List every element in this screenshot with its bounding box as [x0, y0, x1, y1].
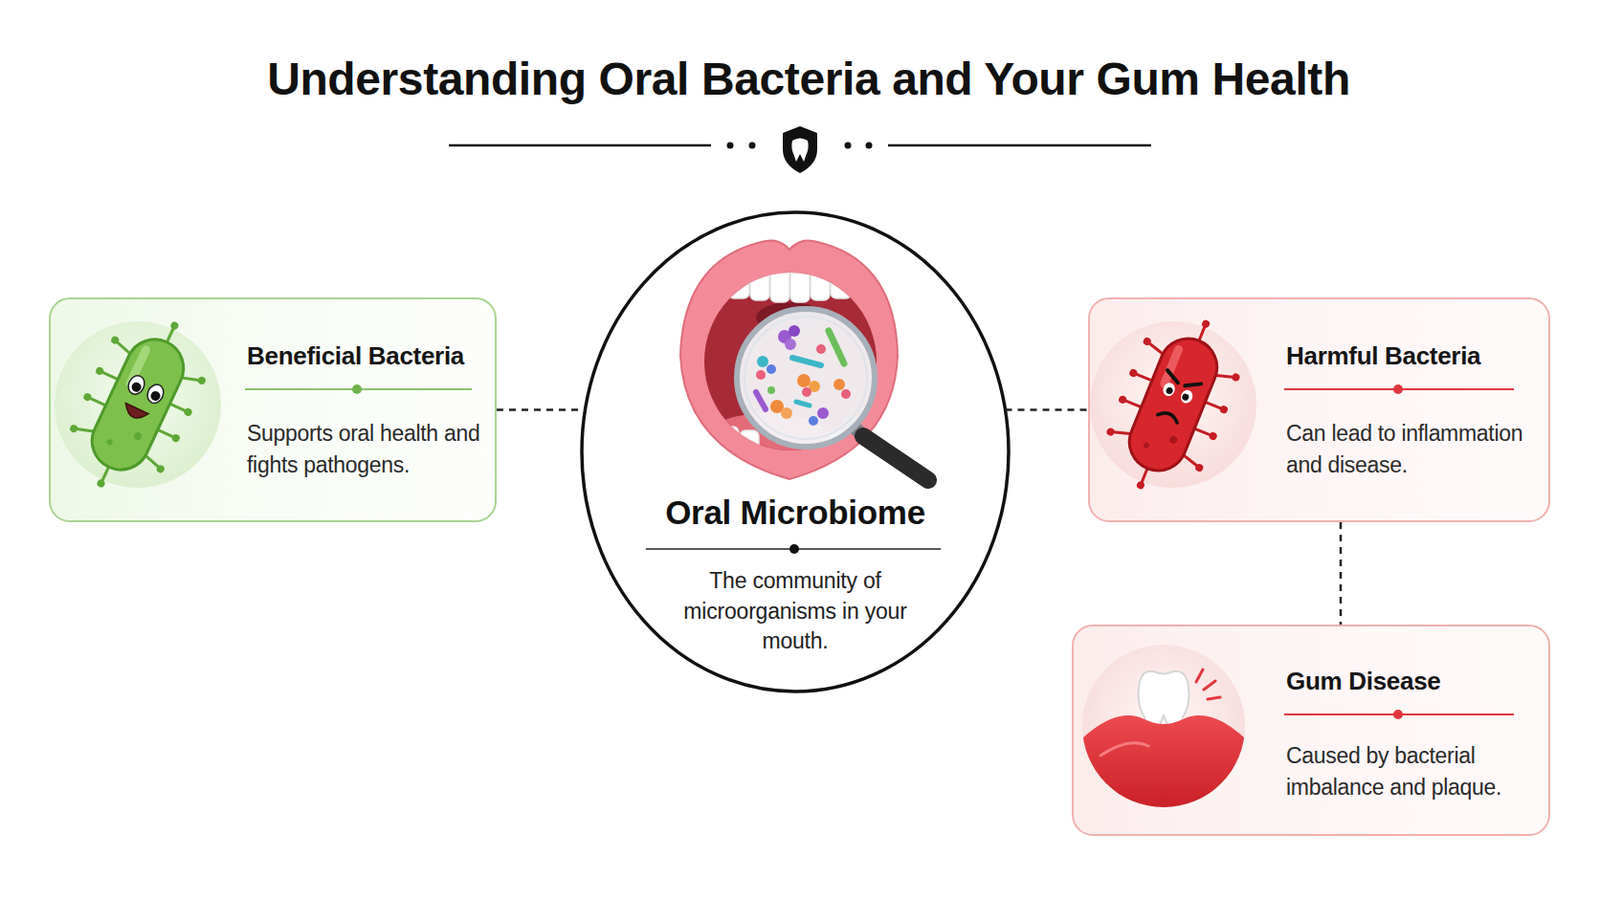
divider-dot: [844, 142, 852, 150]
box-description: Caused by bacterial imbalance and plaque…: [1286, 740, 1534, 804]
divider-dot: [727, 142, 734, 150]
box-heading: Gum Disease: [1286, 665, 1537, 698]
box-description: Can lead to inflammation and disease.: [1286, 418, 1543, 482]
info-box: Gum DiseaseCaused by bacterial imbalance…: [1071, 624, 1551, 837]
ellipse-border: [581, 212, 1009, 692]
dashed-connector: [496, 408, 585, 412]
hub-description: The community of microorganisms in your …: [683, 566, 908, 658]
diagram-title: Understanding Oral Bacteria and Your Gum…: [8, 51, 1600, 108]
tooth-symbol: [791, 138, 808, 163]
info-box: Beneficial BacteriaSupports oral health …: [48, 297, 497, 523]
info-box: Harmful BacteriaCan lead to inflammation…: [1088, 297, 1551, 523]
shield-icon: [782, 126, 818, 174]
hub-heading: Oral Microbiome: [579, 492, 1011, 534]
divider-line: [448, 144, 712, 148]
dashed-connector: [1339, 522, 1343, 625]
box-heading: Harmful Bacteria: [1286, 339, 1545, 373]
divider-line: [888, 144, 1152, 148]
box-description: Supports oral health and fights pathogen…: [246, 418, 489, 482]
title-divider: [448, 126, 1152, 174]
divider-dot: [866, 142, 873, 150]
central-ellipse: Oral MicrobiomeThe community of microorg…: [579, 210, 1011, 694]
dashed-connector: [1005, 408, 1089, 412]
divider-dot: [749, 142, 756, 150]
box-heading: Beneficial Bacteria: [246, 339, 491, 373]
